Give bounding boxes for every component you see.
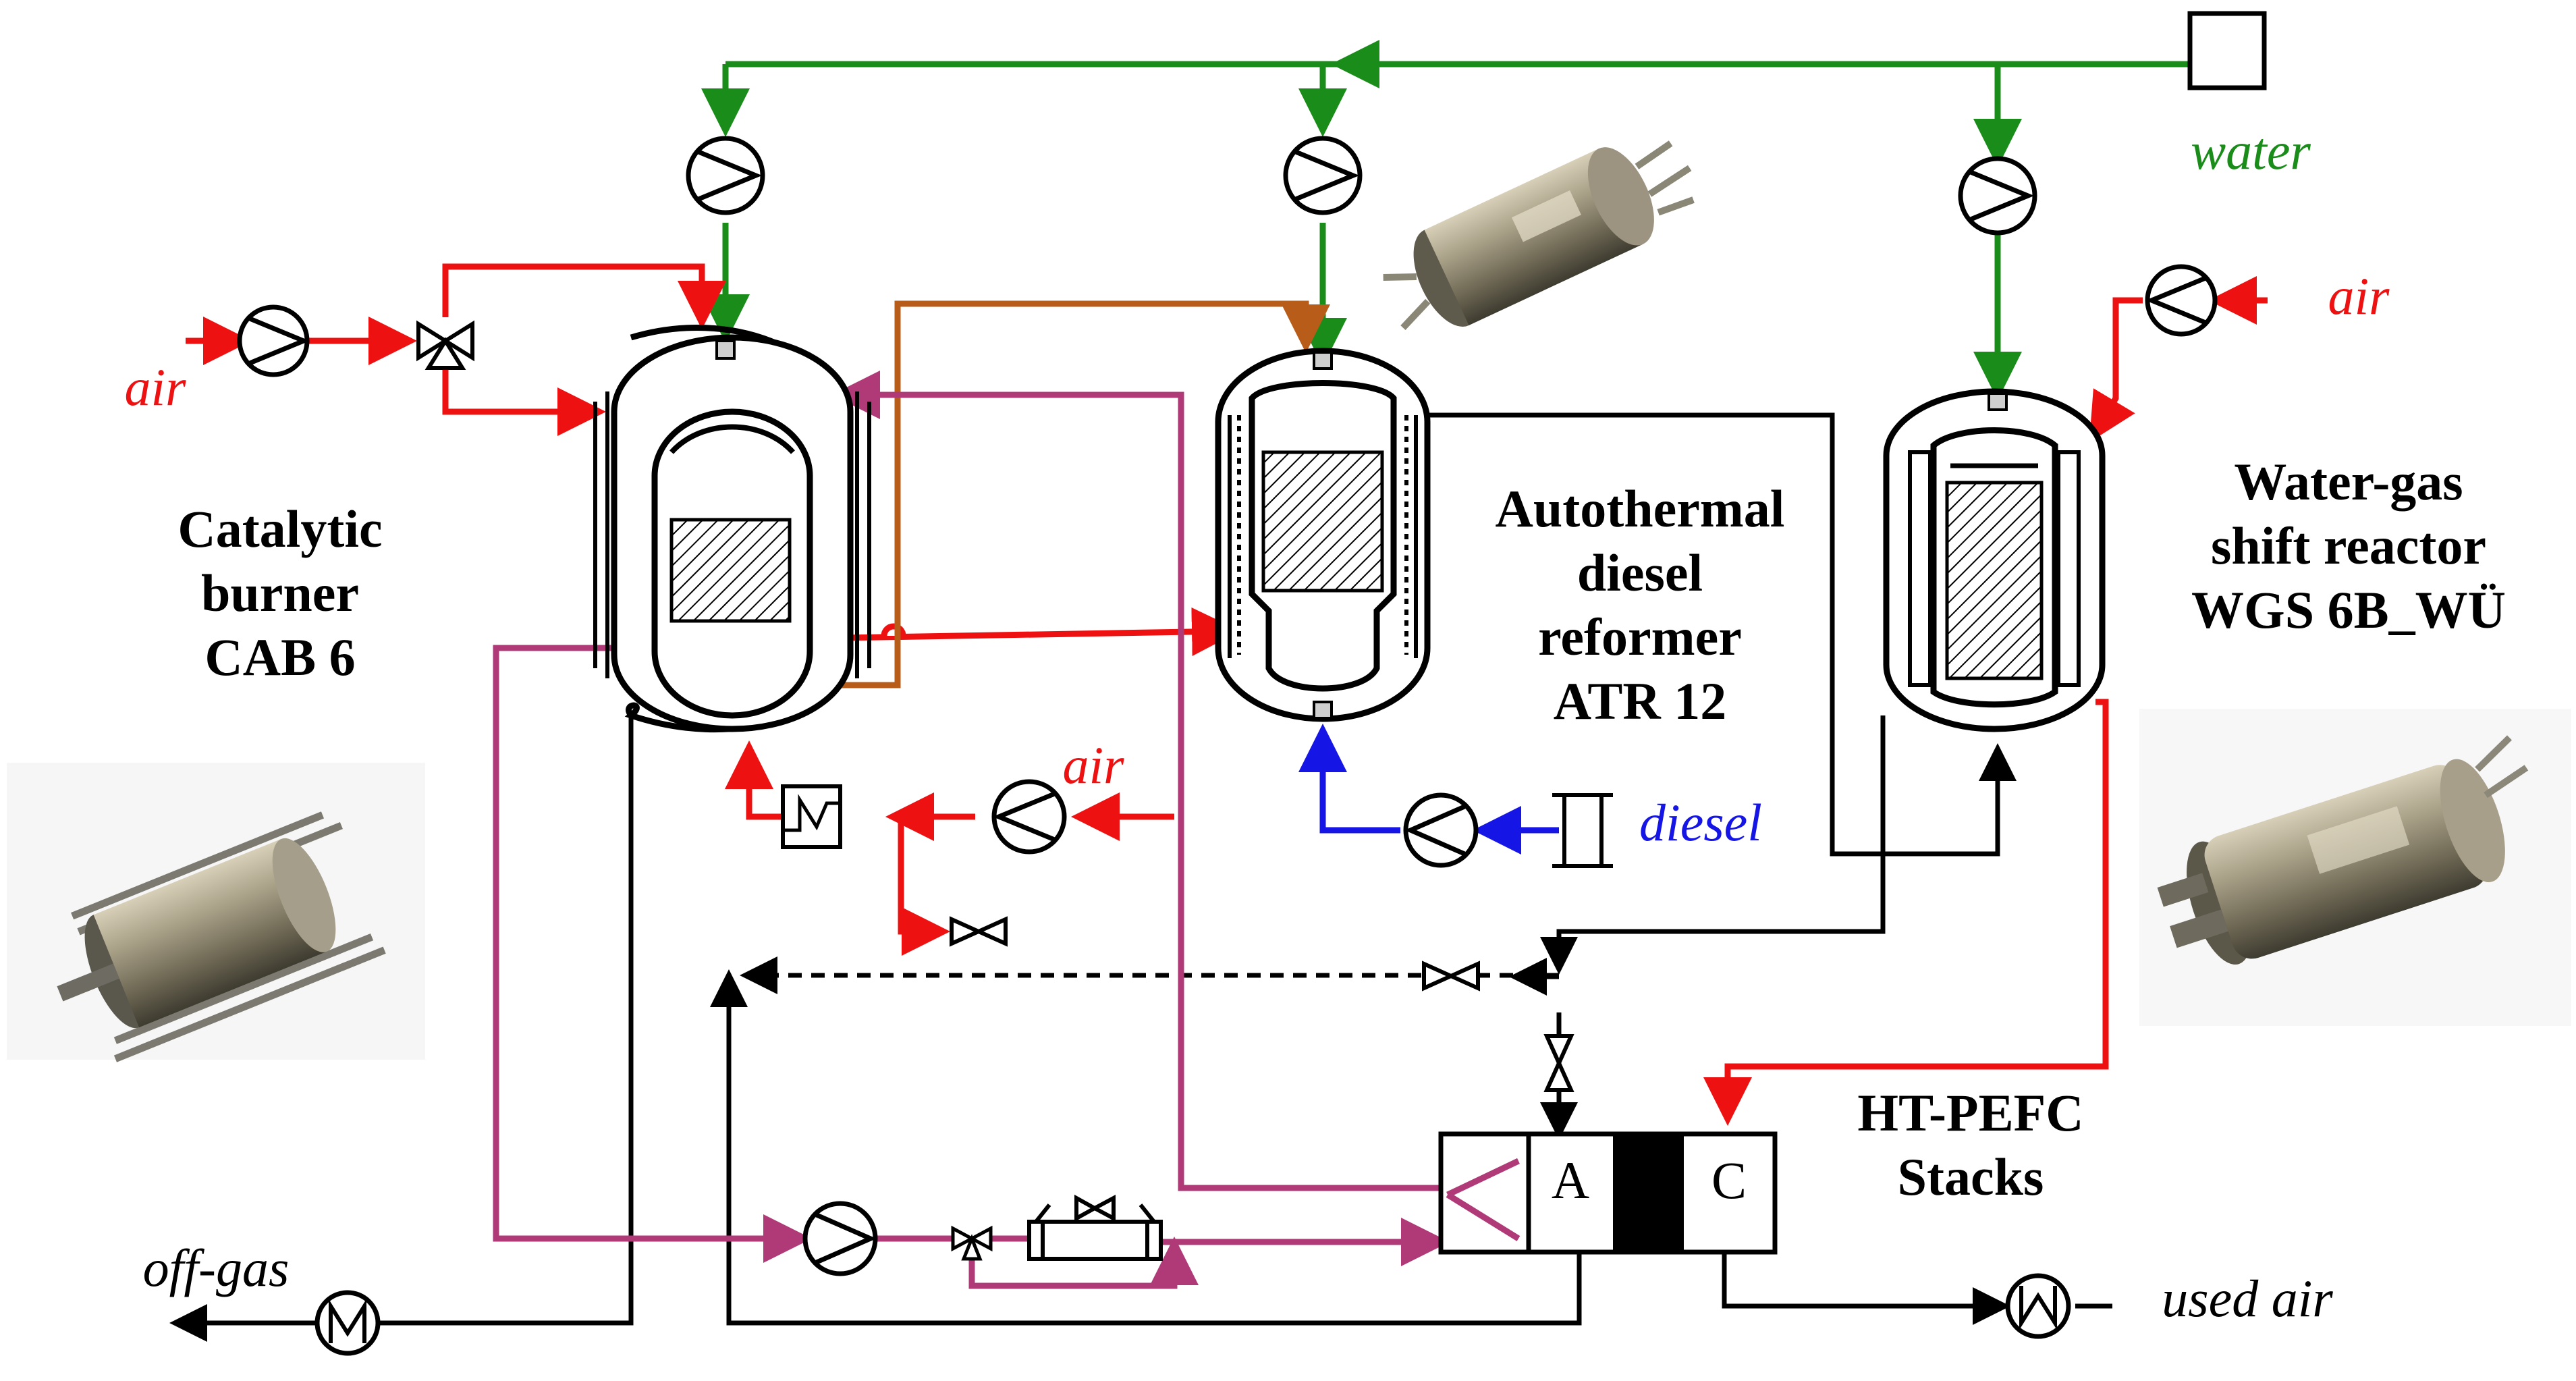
pump-icon (1283, 136, 1363, 215)
cathode-label: C (1711, 1151, 1747, 1210)
pump-icon (2145, 264, 2218, 337)
air-label-wgs: air (2328, 267, 2390, 325)
pump-icon (991, 779, 1067, 855)
burner-photo (7, 763, 425, 1062)
pump-icon (686, 136, 765, 215)
reformer-title-line4: ATR 12 (1554, 672, 1726, 730)
used-air-cooler-icon (2005, 1273, 2071, 1339)
stack-title: HT-PEFC Stacks (1857, 1083, 2083, 1206)
stack-title-line2: Stacks (1898, 1147, 2044, 1206)
valve-icon (951, 1225, 993, 1261)
valve-icon (950, 916, 1008, 947)
valve-icon (1543, 1034, 1574, 1092)
fuel-cell-stack (1438, 1131, 1778, 1255)
anode-label: A (1552, 1151, 1589, 1210)
water-lines (701, 40, 2190, 400)
off-gas-cooler-icon (314, 1290, 381, 1356)
reformer-title: Autothermal diesel reformer ATR 12 (1496, 479, 1785, 730)
reformer-title-line2: diesel (1577, 543, 1703, 602)
diesel-label: diesel (1639, 793, 1762, 852)
reformer-photo (1383, 115, 1695, 358)
catalyst-bed (1945, 481, 2044, 680)
nozzle-icon (715, 340, 736, 360)
off-gas-label: off-gas (143, 1239, 290, 1297)
three-way-valve-icon (416, 320, 474, 370)
catalyst-bed (669, 518, 792, 623)
valve-icon (1422, 960, 1480, 992)
water-tank-icon (2187, 11, 2267, 90)
wgs-title-line3: WGS 6B_WÜ (2191, 580, 2506, 639)
air-lines (186, 263, 2268, 1126)
stack-title-line1: HT-PEFC (1857, 1083, 2083, 1142)
heat-exchanger-icon (781, 784, 842, 849)
burner-title-line2: burner (201, 564, 359, 622)
pump-icon (1403, 792, 1479, 868)
burner-title-line3: CAB 6 (204, 628, 355, 686)
water-label: water (2191, 121, 2311, 180)
air-label-burner: air (124, 358, 186, 416)
pump-icon (237, 304, 310, 377)
reformer-feed-line (830, 300, 1330, 688)
wgs-title-line1: Water-gas (2234, 452, 2463, 511)
reformer-title-line3: reformer (1538, 607, 1742, 666)
burner-title-line1: Catalytic (177, 499, 382, 558)
catalyst-bed (1261, 450, 1384, 593)
used-air-label: used air (2162, 1269, 2333, 1328)
pump-icon (802, 1201, 878, 1276)
anode-offgas-lines (493, 371, 1471, 1289)
process-gas-lines (169, 412, 2112, 1342)
diesel-line (1298, 724, 1559, 855)
reformer-title-line1: Autothermal (1496, 479, 1785, 538)
cooler-icon (1027, 1194, 1163, 1261)
nozzle-icon (1988, 392, 2008, 411)
nozzle-icon (1313, 351, 1333, 370)
wgs-title-line2: shift reactor (2211, 516, 2486, 575)
air-label-heater: air (1062, 736, 1124, 794)
wgs-title: Water-gas shift reactor WGS 6B_WÜ (2191, 452, 2506, 639)
burner-title: Catalytic burner CAB 6 (177, 499, 382, 686)
filter-icon (1552, 793, 1613, 868)
pump-icon (1958, 156, 2037, 236)
wgs-photo (2139, 709, 2571, 1026)
nozzle-icon (1313, 701, 1333, 720)
